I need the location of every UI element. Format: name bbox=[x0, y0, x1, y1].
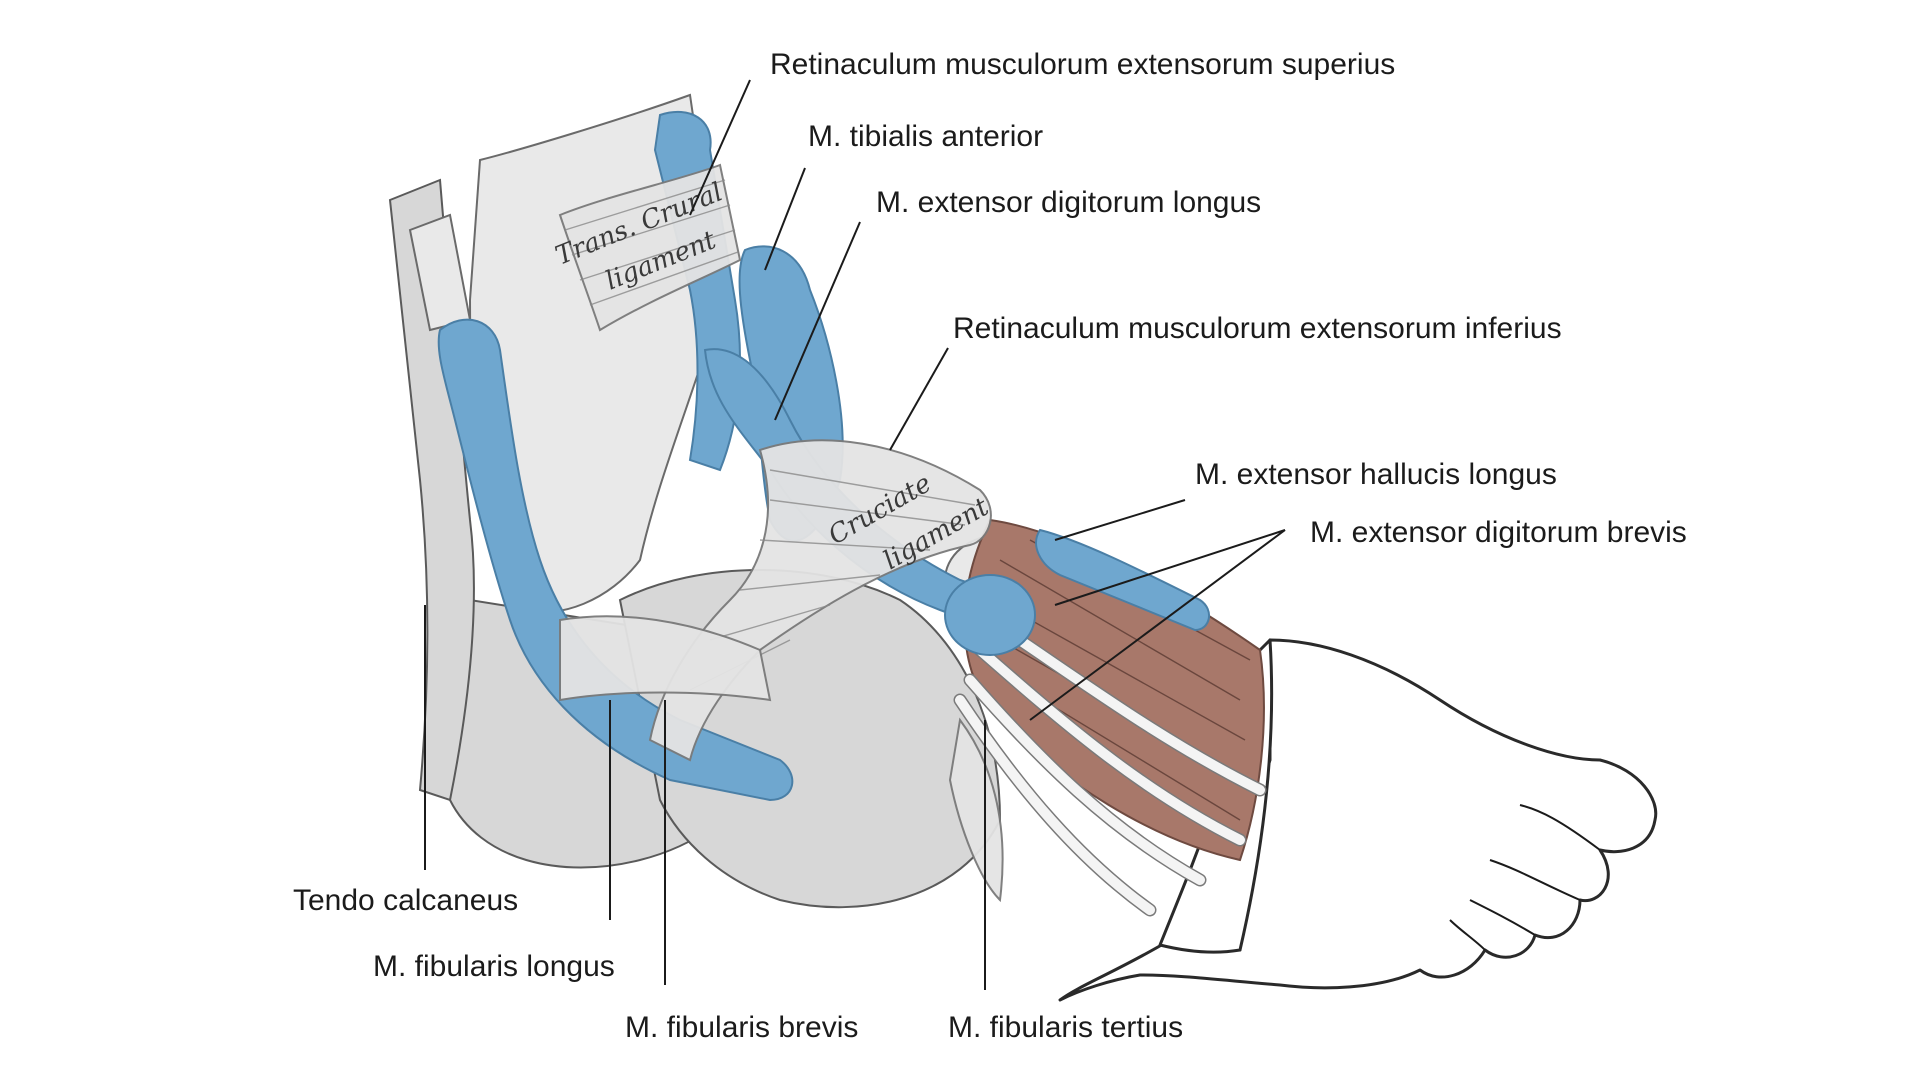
sheath-tibialis-ant-distal bbox=[1035, 528, 1210, 632]
fibular-retinaculum-band bbox=[559, 615, 772, 702]
label-tendo-calcaneus: Tendo calcaneus bbox=[293, 884, 519, 917]
label-retinaculum-superius: Retinaculum musculorum extensorum superi… bbox=[770, 48, 1396, 81]
sheath-fibular-tendons bbox=[437, 318, 794, 802]
leader-tib-ant bbox=[764, 167, 806, 271]
leader-lines bbox=[424, 79, 1286, 990]
fibularis-tertius-tendon bbox=[948, 717, 1004, 903]
leader-ret-inf bbox=[889, 347, 949, 451]
leader-ext-hal-long bbox=[1054, 499, 1186, 541]
leader-ext-dig-brev-1 bbox=[1054, 529, 1286, 606]
toe-tendons bbox=[953, 613, 1267, 917]
label-extensor-digitorum-longus: M. extensor digitorum longus bbox=[876, 186, 1262, 219]
leader-ext-dig-brev-2 bbox=[1029, 529, 1286, 721]
retinaculum-fibers-sup bbox=[564, 179, 739, 306]
toe-crease-4 bbox=[1449, 919, 1486, 951]
foot-outline bbox=[1058, 638, 1658, 1002]
leader-ext-dig-long bbox=[774, 221, 861, 421]
toe-crease-3 bbox=[1469, 899, 1536, 936]
superior-retinaculum-band bbox=[558, 163, 742, 332]
label-retinaculum-inferius: Retinaculum musculorum extensorum inferi… bbox=[953, 312, 1562, 345]
toe-crease-2 bbox=[1489, 859, 1581, 901]
leader-ret-sup bbox=[689, 79, 751, 216]
label-fibularis-brevis: M. fibularis brevis bbox=[625, 1011, 859, 1044]
label-extensor-hallucis-longus: M. extensor hallucis longus bbox=[1195, 458, 1557, 491]
label-extensor-digitorum-brevis: M. extensor digitorum brevis bbox=[1310, 516, 1687, 549]
label-fibularis-longus: M. fibularis longus bbox=[373, 950, 615, 983]
label-tibialis-anterior: M. tibialis anterior bbox=[808, 120, 1044, 153]
retinaculum-fibers-inf bbox=[689, 469, 976, 691]
label-fibularis-tertius: M. fibularis tertius bbox=[948, 1011, 1184, 1044]
sheath-hallucis-end bbox=[944, 574, 1036, 656]
toe-crease-1 bbox=[1519, 804, 1601, 851]
